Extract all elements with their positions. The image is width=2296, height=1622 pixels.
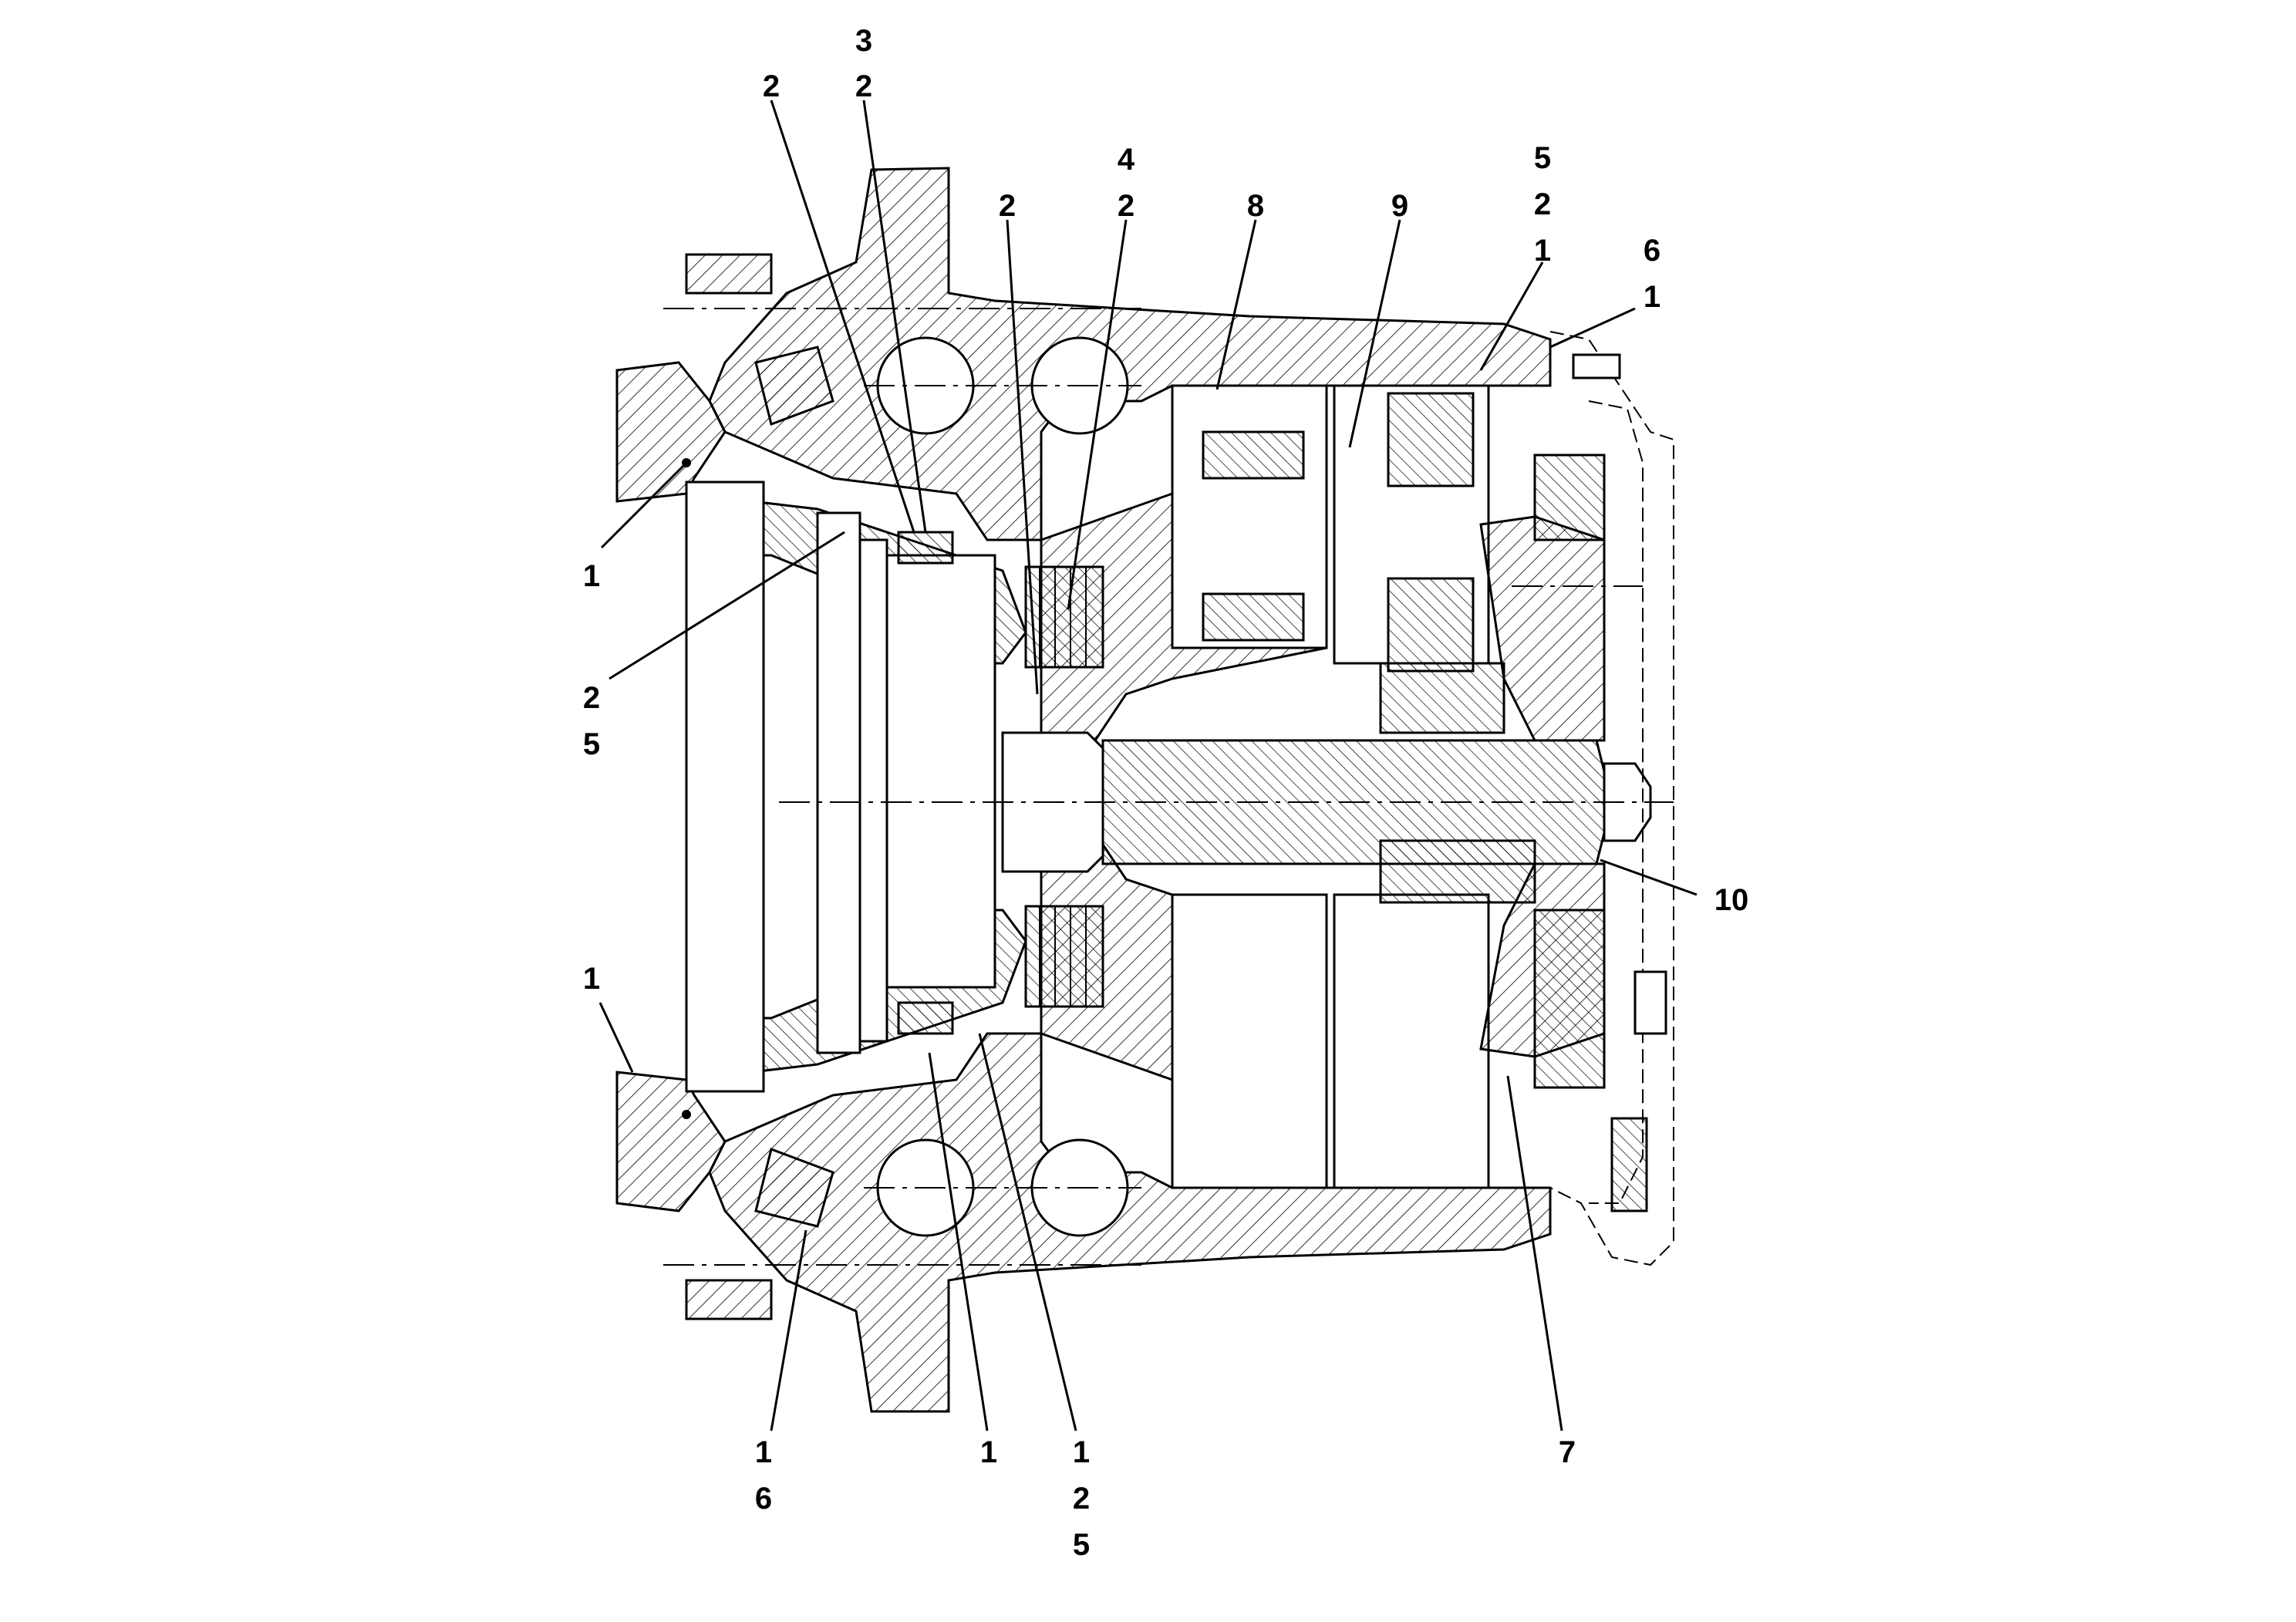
callout-upper-mid-bottom: 2	[855, 69, 872, 103]
leader-bottom-c-1	[978, 1033, 1077, 1431]
leader-upper-a-2	[1006, 219, 1039, 695]
leader-dot-upper	[682, 458, 691, 467]
piston-disk	[685, 481, 996, 1093]
callout-upper-mid-top: 3	[855, 24, 872, 58]
leader-upper-b-2	[1067, 219, 1128, 610]
leader-bottom-d-7	[1506, 1075, 1563, 1431]
leader-upper-d-9	[1348, 219, 1401, 448]
brake-disc-pack	[1024, 565, 1104, 1008]
callout-upper-c: 8	[1247, 189, 1264, 223]
leader-bottom-a-1	[770, 1229, 807, 1431]
leader-left-mid-2	[609, 531, 845, 680]
leader-upper-far-1	[1549, 307, 1636, 349]
callout-left-lower: 1	[583, 962, 600, 996]
callout-right-mid: 10	[1714, 883, 1749, 917]
callout-bottom-c-top: 1	[1073, 1435, 1090, 1469]
callout-upper-far-bottom: 1	[1644, 280, 1660, 314]
callout-upper-a: 2	[999, 189, 1016, 223]
leader-upper-c-8	[1215, 219, 1257, 390]
callout-bottom-d: 7	[1559, 1435, 1576, 1469]
leader-upper-right-1	[1479, 261, 1544, 371]
callout-left-mid-bottom: 5	[583, 727, 600, 761]
callout-bottom-b: 1	[980, 1435, 997, 1469]
leader-left-lower-1	[598, 1002, 634, 1073]
center-lines	[663, 308, 1674, 1266]
sun-carrier	[1479, 454, 1606, 1089]
leader-right-mid-10	[1600, 858, 1698, 896]
callout-upper-d: 9	[1391, 189, 1408, 223]
callout-bottom-a-top: 1	[755, 1435, 772, 1469]
callout-bottom-c-bottom: 5	[1073, 1528, 1090, 1562]
callout-bottom-a-bottom: 6	[755, 1482, 772, 1516]
callout-upper-left-1: 2	[763, 69, 780, 103]
leader-left-upper-1	[600, 461, 688, 549]
callout-upper-b-top: 4	[1118, 143, 1135, 177]
leader-lines	[598, 99, 1698, 1431]
callout-upper-right-top: 5	[1534, 141, 1551, 175]
callout-upper-right-mid: 2	[1534, 187, 1551, 221]
leader-upper-mid-2	[862, 99, 927, 533]
leader-bottom-b-1	[928, 1052, 989, 1431]
right-cover	[1549, 331, 1674, 1266]
callout-labels: 2 3 2 2 4 2 8 9 5 2 1 6 1 1 2 5 1 10 1 6…	[583, 24, 1748, 1562]
leader-upper-left-2	[770, 99, 915, 533]
callout-upper-right-bottom: 1	[1534, 234, 1551, 268]
callout-left-mid-top: 2	[583, 681, 600, 715]
callout-bottom-c-mid: 2	[1073, 1482, 1090, 1516]
springs	[897, 531, 954, 1035]
leader-dot-lower	[682, 1110, 691, 1119]
callout-upper-far-top: 6	[1644, 234, 1660, 268]
callout-upper-b-bottom: 2	[1118, 189, 1135, 223]
planet-stage	[1171, 384, 1536, 1189]
callout-left-upper: 1	[583, 559, 600, 593]
